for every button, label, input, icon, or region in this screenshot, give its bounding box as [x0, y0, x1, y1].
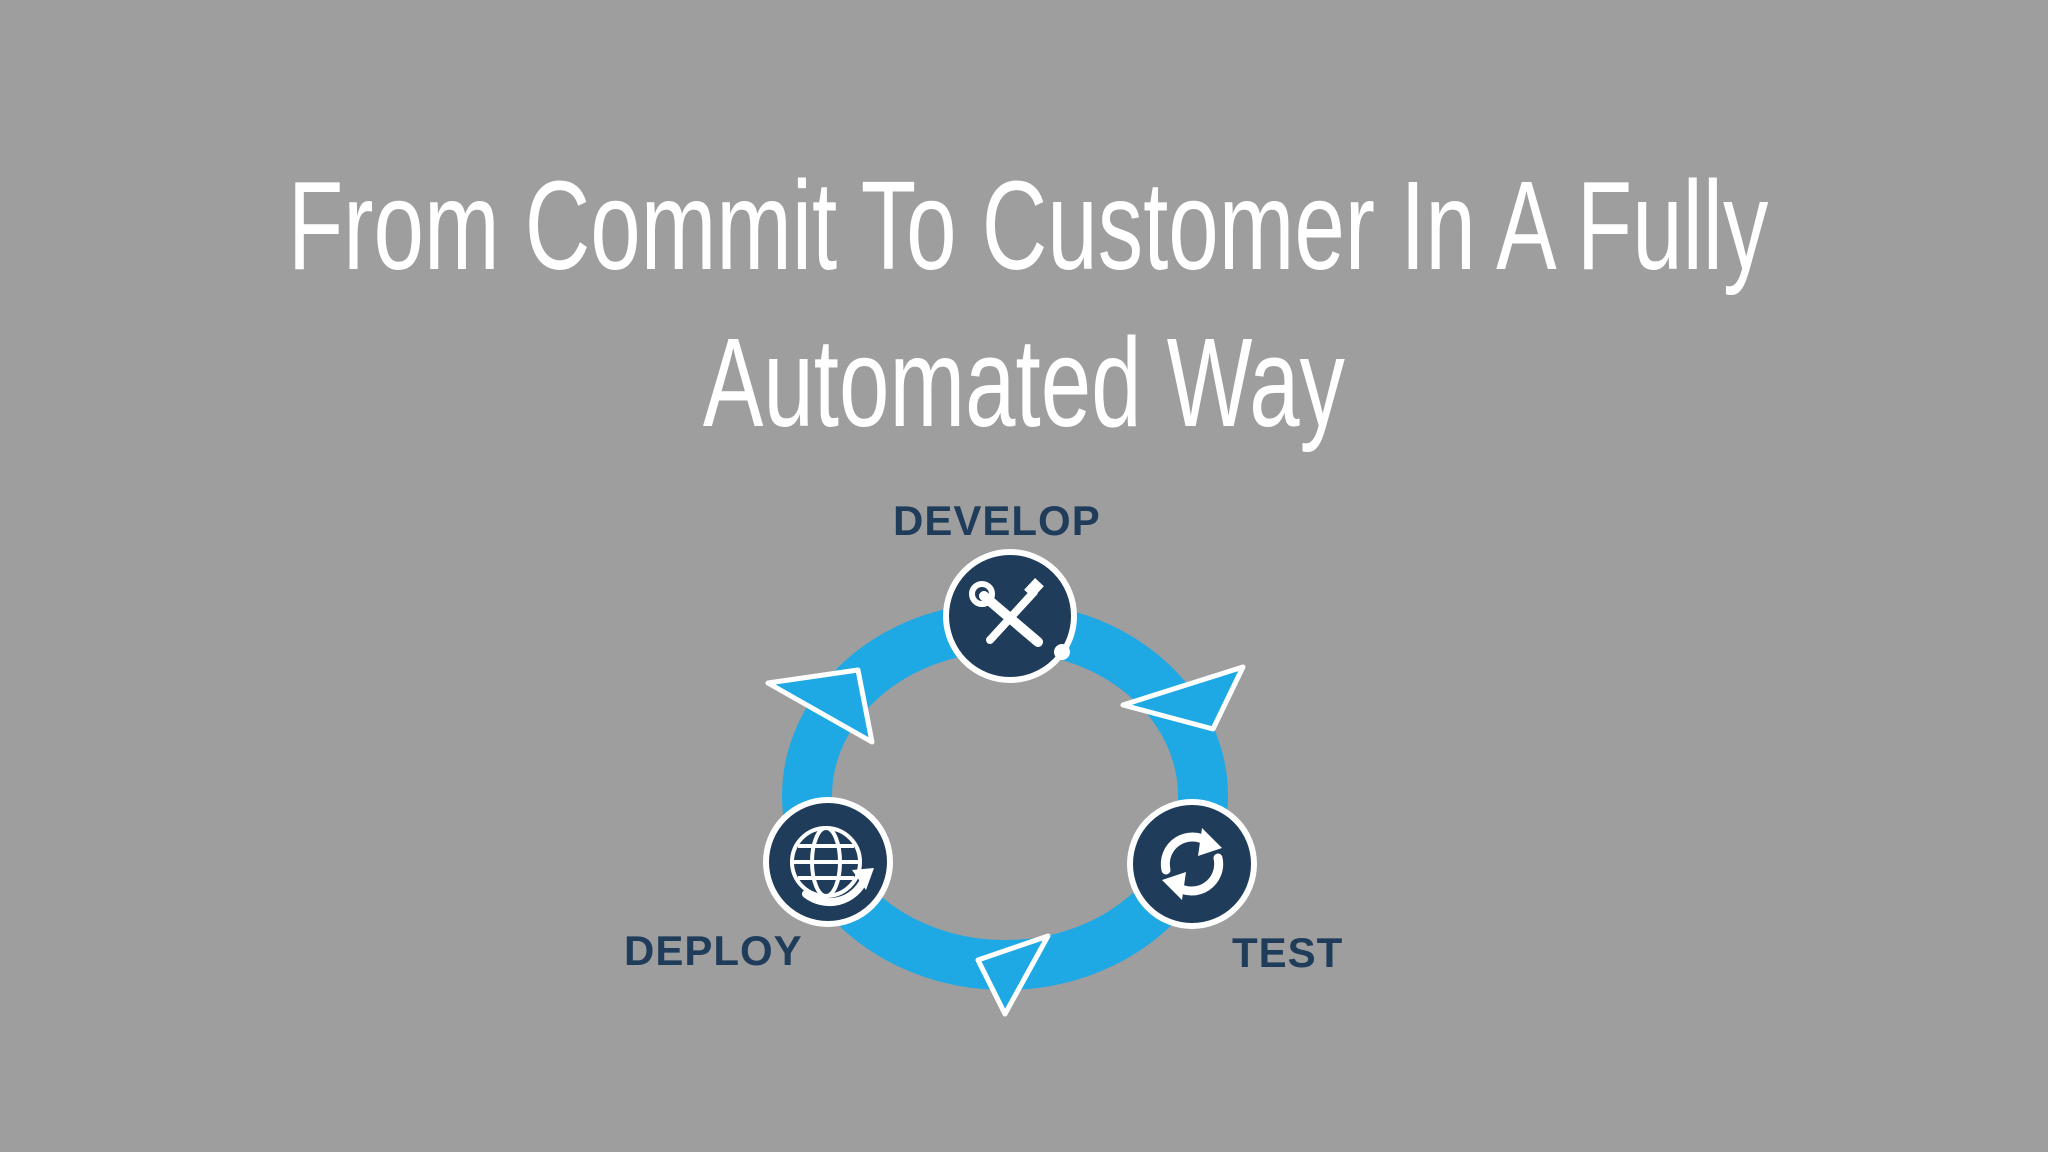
slide-title-text-1: From Commit To Customer In A Fully [287, 155, 1769, 296]
slide-title-line-1: From Commit To Customer In A Fully [0, 156, 2048, 296]
refresh-arrowhead-2 [1162, 872, 1186, 900]
refresh-arrowhead-1 [1198, 828, 1222, 856]
label-develop: DEVELOP [893, 497, 1101, 544]
node-deploy [763, 797, 893, 927]
arrowhead-test-to-deploy [975, 933, 1051, 1017]
slide-title-line-2: Automated Way [0, 313, 2048, 453]
globe-arrowhead [852, 868, 874, 890]
node-test [1127, 799, 1257, 929]
slide-title-text-2: Automated Way [702, 312, 1346, 453]
wrench-screwdriver-icon [969, 578, 1044, 647]
develop-node-dot [1054, 644, 1070, 660]
label-test: TEST [1232, 929, 1344, 976]
arrowhead-deploy-to-develop [765, 667, 875, 745]
arrowhead-develop-to-test [1120, 664, 1246, 732]
label-deploy: DEPLOY [624, 927, 803, 974]
globe-arrow-icon [790, 826, 868, 907]
node-develop [943, 549, 1077, 683]
